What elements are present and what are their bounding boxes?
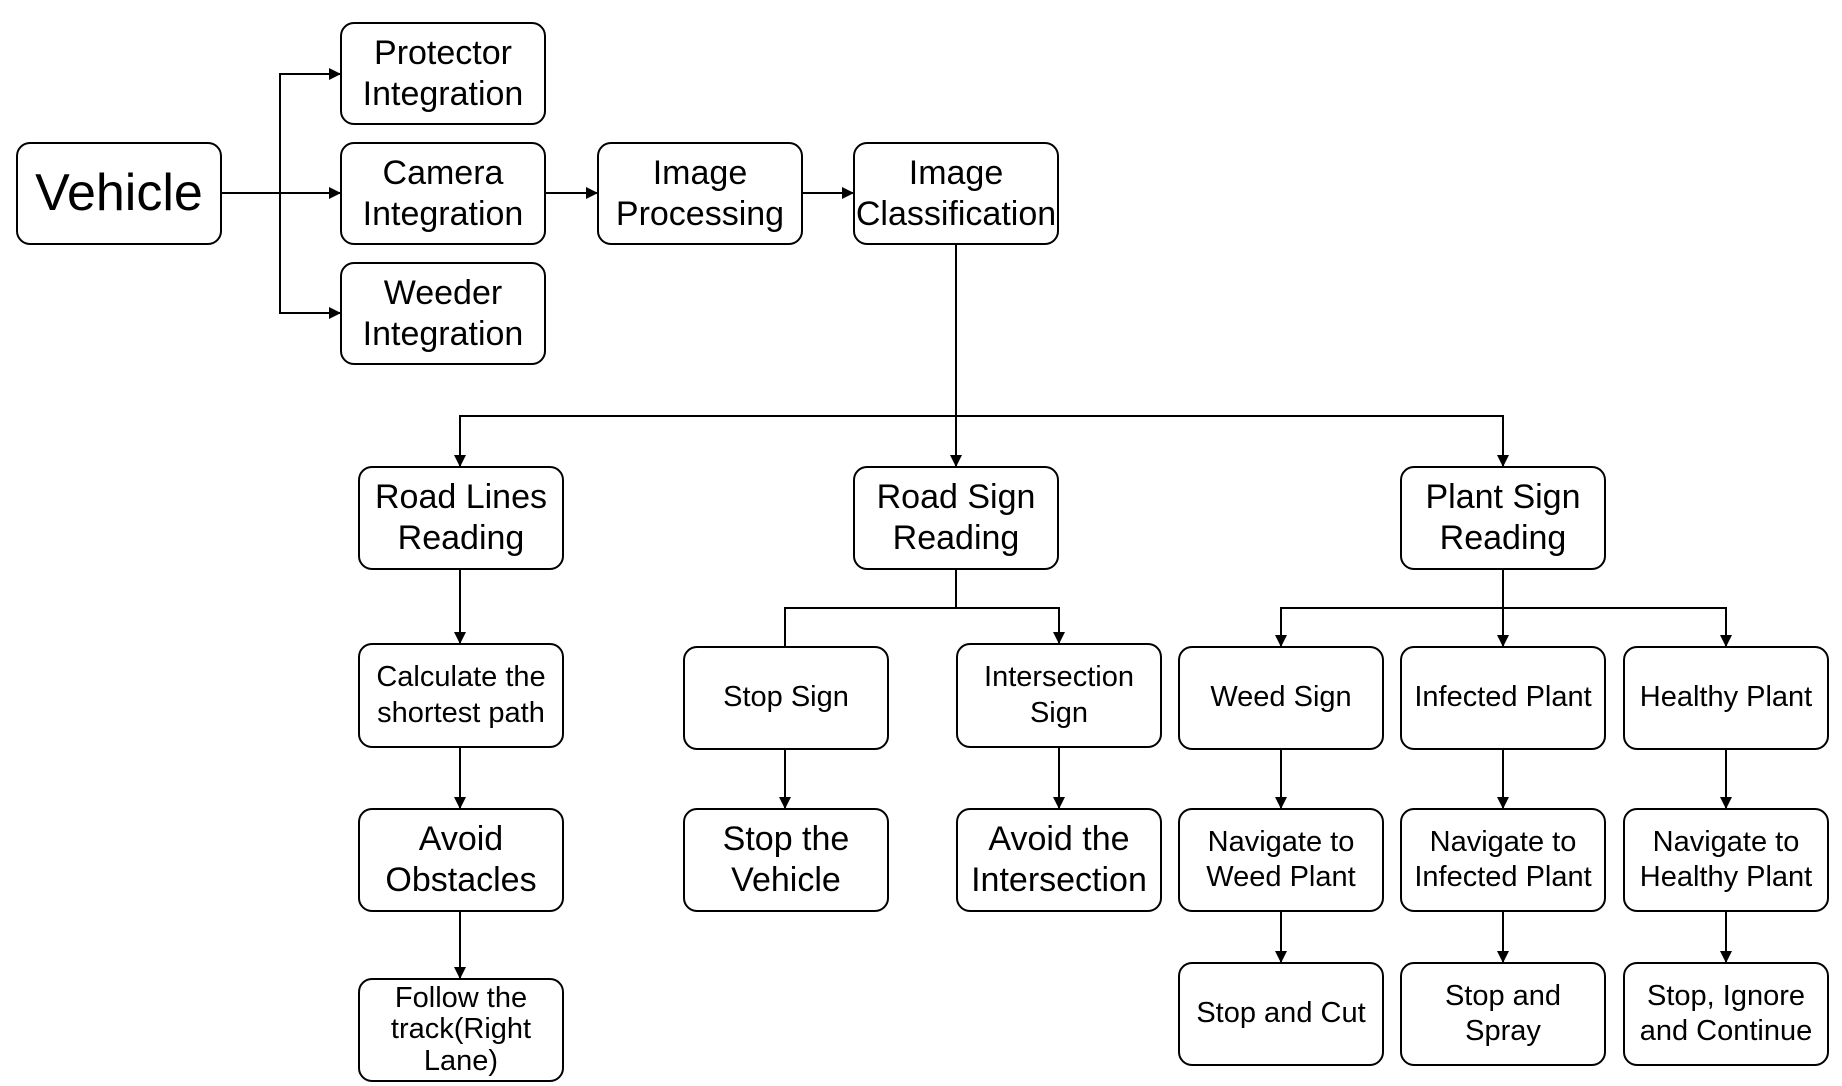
edge-plantsign-weed: [1275, 607, 1503, 647]
edge-vehicle-protector: [279, 68, 341, 193]
stop-sign-label: Stop Sign: [723, 681, 849, 714]
avoid-intersection-label: Avoid the Intersection: [971, 820, 1147, 899]
image-processing-label: Image Processing: [615, 153, 785, 233]
intersection-sign-label: Intersection Sign: [984, 661, 1134, 729]
shortest-path-label: Calculate the shortest path: [376, 661, 546, 729]
avoid-intersection-node: Avoid the Intersection: [956, 808, 1162, 912]
edge-roadsign-intersection: [956, 607, 1065, 644]
healthy-plant-node: Healthy Plant: [1623, 646, 1829, 750]
plant-sign-reading-node: Plant Sign Reading: [1400, 466, 1606, 570]
weeder-integration-node: Weeder Integration: [340, 262, 546, 365]
vehicle-node: Vehicle: [16, 142, 222, 245]
vehicle-label: Vehicle: [35, 164, 203, 223]
infected-plant-label: Infected Plant: [1414, 681, 1592, 714]
navigate-infected-node: Navigate to Infected Plant: [1400, 808, 1606, 912]
stop-spray-label: Stop and Spray: [1444, 979, 1562, 1047]
protector-integration-label: Protector Integration: [362, 33, 524, 113]
edge-classification-plantsign: [956, 415, 1509, 467]
stop-cut-label: Stop and Cut: [1196, 997, 1366, 1030]
camera-integration-node: Camera Integration: [340, 142, 546, 245]
image-classification-label: Image Classification: [855, 153, 1057, 233]
edge-plantsign-healthy: [1503, 607, 1732, 647]
shortest-path-node: Calculate the shortest path: [358, 643, 564, 748]
avoid-obstacles-label: Avoid Obstacles: [385, 820, 537, 899]
image-classification-node: Image Classification: [853, 142, 1059, 245]
road-sign-reading-label: Road Sign Reading: [876, 478, 1036, 557]
stop-spray-node: Stop and Spray: [1400, 962, 1606, 1066]
navigate-healthy-node: Navigate to Healthy Plant: [1623, 808, 1829, 912]
intersection-sign-node: Intersection Sign: [956, 643, 1162, 748]
navigate-infected-label: Navigate to Infected Plant: [1414, 825, 1592, 893]
navigate-weed-label: Navigate to Weed Plant: [1206, 825, 1356, 893]
stop-cut-node: Stop and Cut: [1178, 962, 1384, 1066]
image-processing-node: Image Processing: [597, 142, 803, 245]
edge-vehicle-weeder: [279, 193, 341, 319]
navigate-weed-node: Navigate to Weed Plant: [1178, 808, 1384, 912]
stop-vehicle-node: Stop the Vehicle: [683, 808, 889, 912]
camera-integration-label: Camera Integration: [362, 153, 524, 233]
stop-ignore-node: Stop, Ignore and Continue: [1623, 962, 1829, 1066]
healthy-plant-label: Healthy Plant: [1639, 681, 1813, 714]
road-lines-reading-label: Road Lines Reading: [374, 478, 547, 557]
protector-integration-node: Protector Integration: [340, 22, 546, 125]
stop-vehicle-label: Stop the Vehicle: [722, 820, 850, 899]
plant-sign-reading-label: Plant Sign Reading: [1425, 478, 1581, 557]
road-lines-reading-node: Road Lines Reading: [358, 466, 564, 570]
stop-sign-node: Stop Sign: [683, 646, 889, 750]
edge-roadsign-split: [784, 570, 957, 646]
weed-sign-label: Weed Sign: [1210, 681, 1352, 714]
follow-track-label: Follow the track(Right Lane): [390, 982, 532, 1077]
navigate-healthy-label: Navigate to Healthy Plant: [1639, 825, 1813, 893]
avoid-obstacles-node: Avoid Obstacles: [358, 808, 564, 912]
edge-classification-roadlines: [454, 415, 956, 467]
weeder-integration-label: Weeder Integration: [362, 273, 524, 353]
infected-plant-node: Infected Plant: [1400, 646, 1606, 750]
follow-track-node: Follow the track(Right Lane): [358, 978, 564, 1082]
road-sign-reading-node: Road Sign Reading: [853, 466, 1059, 570]
weed-sign-node: Weed Sign: [1178, 646, 1384, 750]
stop-ignore-label: Stop, Ignore and Continue: [1639, 979, 1813, 1047]
